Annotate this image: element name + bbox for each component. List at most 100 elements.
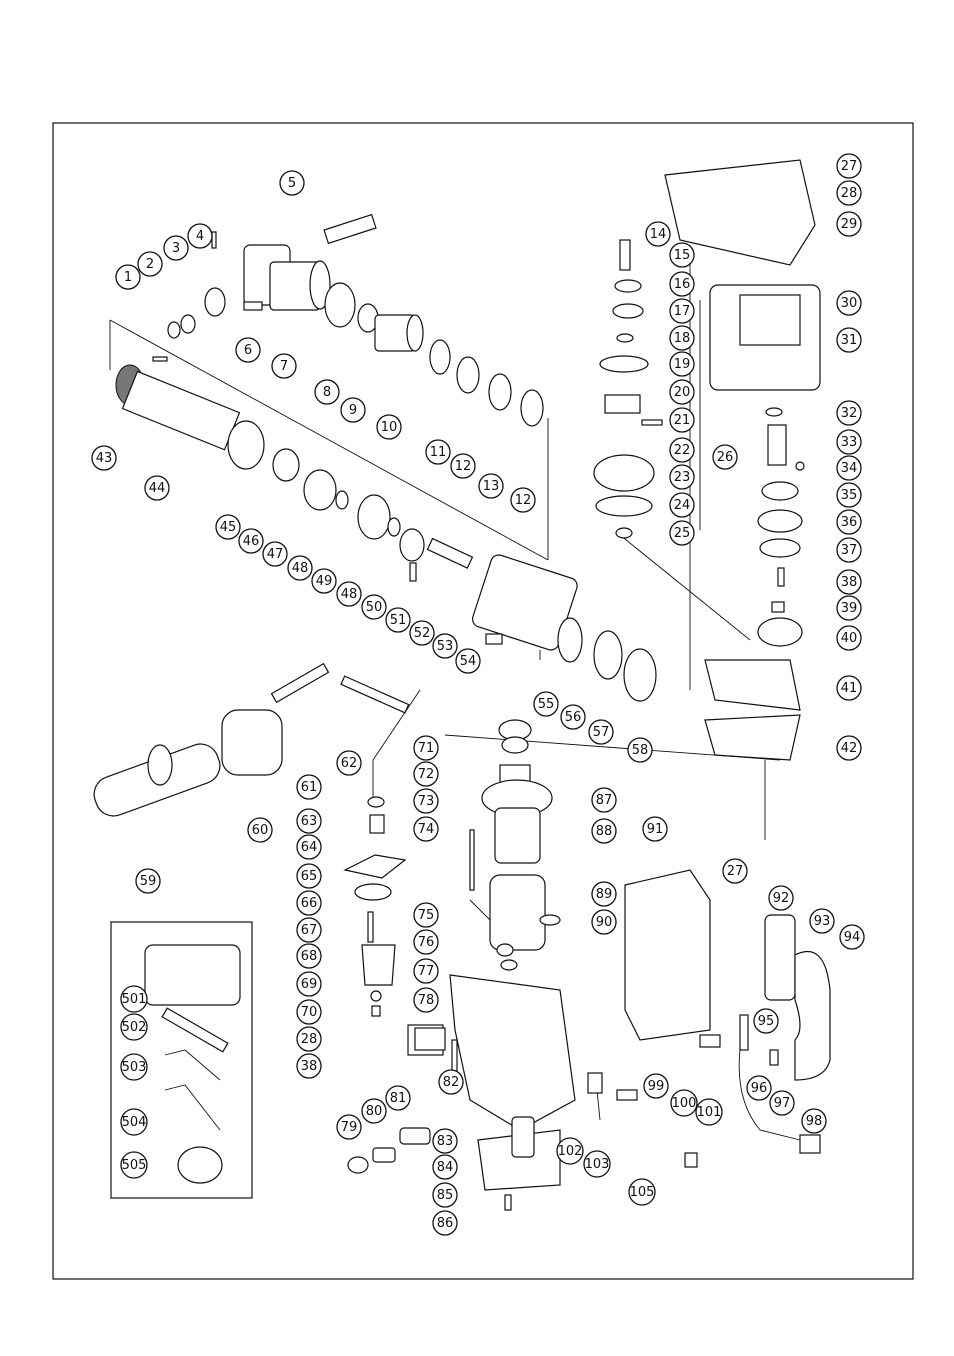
callout-circle [836,327,862,353]
callout-circle [296,971,322,997]
callout-number: 93 [814,914,831,929]
callout-number: 4 [196,229,204,244]
callout-number: 83 [437,1134,454,1149]
callout-circle [432,1154,458,1180]
part-callout: 12 [510,487,536,513]
callout-circle [669,242,695,268]
callout-circle [413,761,439,787]
callout-number: 7 [280,359,288,374]
callout-number: 78 [418,993,435,1008]
callout-circle [187,223,213,249]
callout-circle [769,1090,795,1116]
callout-number: 5 [288,176,296,191]
callout-circle [455,648,481,674]
callout-number: 2 [146,257,154,272]
callout-circle [591,787,617,813]
callout-circle [215,514,241,540]
callout-number: 68 [301,949,318,964]
callout-number: 98 [806,1114,823,1129]
callout-circle [628,1178,656,1206]
callout-number: 60 [252,823,269,838]
callout-circle [413,788,439,814]
callout-number: 36 [841,515,858,530]
callout-number: 43 [96,451,113,466]
callout-number: 16 [674,277,691,292]
callout-circle [296,834,322,860]
callout-number: 28 [841,186,858,201]
callout-number: 15 [674,248,691,263]
part-callout: 63 [296,808,322,834]
part-callout: 86 [432,1210,458,1236]
callout-circle [746,1075,772,1101]
callout-circle [836,180,862,206]
part-callout: 71 [413,735,439,761]
callout-number: 76 [418,935,435,950]
callout-circle [144,475,170,501]
callout-number: 22 [674,443,691,458]
part-callout: 505 [120,1151,148,1179]
callout-circle [836,482,862,508]
callout-circle [836,625,862,651]
callout-circle [801,1108,827,1134]
callout-circle [413,958,439,984]
callout-number: 31 [841,333,858,348]
callout-number: 41 [841,681,858,696]
part-callout: 55 [533,691,559,717]
callout-circle [836,675,862,701]
callout-circle [120,985,148,1013]
callout-circle [296,774,322,800]
callout-circle [115,264,141,290]
callout-circle [432,633,458,659]
callout-number: 53 [437,639,454,654]
callout-number: 58 [632,743,649,758]
part-callout: 68 [296,943,322,969]
callout-number: 12 [455,459,472,474]
callout-number: 42 [841,741,858,756]
callout-number: 14 [650,227,667,242]
callout-circle [669,325,695,351]
part-callout: 27 [836,153,862,179]
part-callout: 51 [385,607,411,633]
callout-number: 103 [585,1157,610,1172]
part-callout: 93 [809,908,835,934]
callout-circle [669,520,695,546]
part-callout: 27 [722,858,748,884]
callout-circle [413,735,439,761]
callout-circle [238,528,264,554]
callout-number: 59 [140,874,157,889]
callout-number: 38 [841,575,858,590]
callout-number: 13 [483,479,500,494]
callout-number: 65 [301,869,318,884]
callout-circle [296,1053,322,1079]
callout-number: 100 [672,1096,697,1111]
part-callout: 76 [413,929,439,955]
part-callout: 46 [238,528,264,554]
callout-circle [279,170,305,196]
callout-circle [712,444,738,470]
callout-circle [296,890,322,916]
callout-number: 1 [124,270,132,285]
callout-circle [296,808,322,834]
callout-circle [669,492,695,518]
part-callout: 17 [669,298,695,324]
part-callout: 28 [836,180,862,206]
accessories-box [110,921,253,1199]
callout-circle [120,1013,148,1041]
part-callout: 89 [591,881,617,907]
part-callout: 25 [669,520,695,546]
part-callout: 6 [235,337,261,363]
callout-number: 81 [390,1091,407,1106]
callout-number: 99 [648,1079,665,1094]
callout-circle [314,379,340,405]
callout-number: 27 [841,159,858,174]
callout-number: 67 [301,923,318,938]
callout-circle [588,719,614,745]
callout-circle [510,487,536,513]
part-callout: 38 [836,569,862,595]
callout-number: 80 [366,1104,383,1119]
part-callout: 34 [836,455,862,481]
part-callout: 92 [768,885,794,911]
callout-circle [669,271,695,297]
callout-number: 25 [674,526,691,541]
